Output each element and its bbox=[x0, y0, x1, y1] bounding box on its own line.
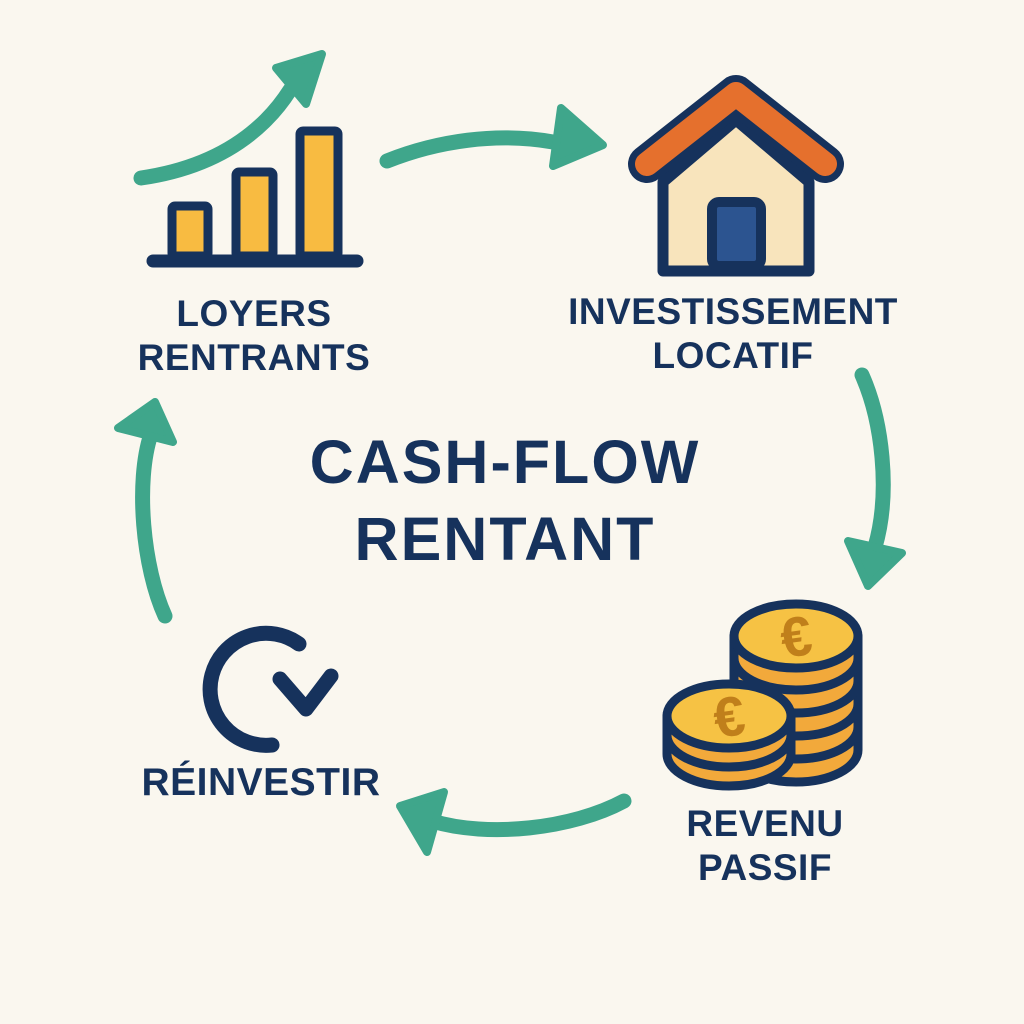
arrow-investissement-to-revenu bbox=[844, 367, 906, 590]
diagram-title: CASH-FLOW RENTANT bbox=[245, 424, 765, 578]
circular-refresh-arrow-icon bbox=[202, 625, 339, 753]
growth-bar-chart-icon bbox=[133, 50, 364, 268]
growth-arrow bbox=[133, 50, 326, 186]
node-label-loyers: LOYERS RENTRANTS bbox=[94, 292, 414, 380]
diagram-title-line2: RENTANT bbox=[354, 505, 656, 573]
node-label-reinvestir-line1: RÉINVESTIR bbox=[141, 761, 381, 804]
node-label-revenu-line2: PASSIF bbox=[698, 847, 832, 888]
euro-coin-stacks-icon: € € bbox=[662, 599, 863, 791]
node-label-investissement-line1: INVESTISSEMENT bbox=[568, 291, 898, 332]
node-label-reinvestir: RÉINVESTIR bbox=[111, 760, 411, 806]
diagram-title-line1: CASH-FLOW bbox=[309, 428, 701, 496]
house-door bbox=[707, 197, 766, 271]
node-label-investissement-line2: LOCATIF bbox=[652, 335, 814, 376]
arrow-reinvestir-to-loyers bbox=[114, 398, 177, 624]
arrow-loyers-to-investissement bbox=[379, 104, 607, 170]
node-label-revenu-line1: REVENU bbox=[686, 803, 844, 844]
node-label-investissement: INVESTISSEMENT LOCATIF bbox=[543, 290, 923, 378]
node-label-loyers-line2: RENTRANTS bbox=[137, 337, 371, 378]
node-label-loyers-line1: LOYERS bbox=[176, 293, 332, 334]
arrow-revenu-to-reinvestir bbox=[396, 788, 632, 856]
node-label-revenu: REVENU PASSIF bbox=[655, 802, 875, 890]
coin-stack-short: € bbox=[662, 679, 796, 791]
house-icon bbox=[628, 75, 844, 277]
